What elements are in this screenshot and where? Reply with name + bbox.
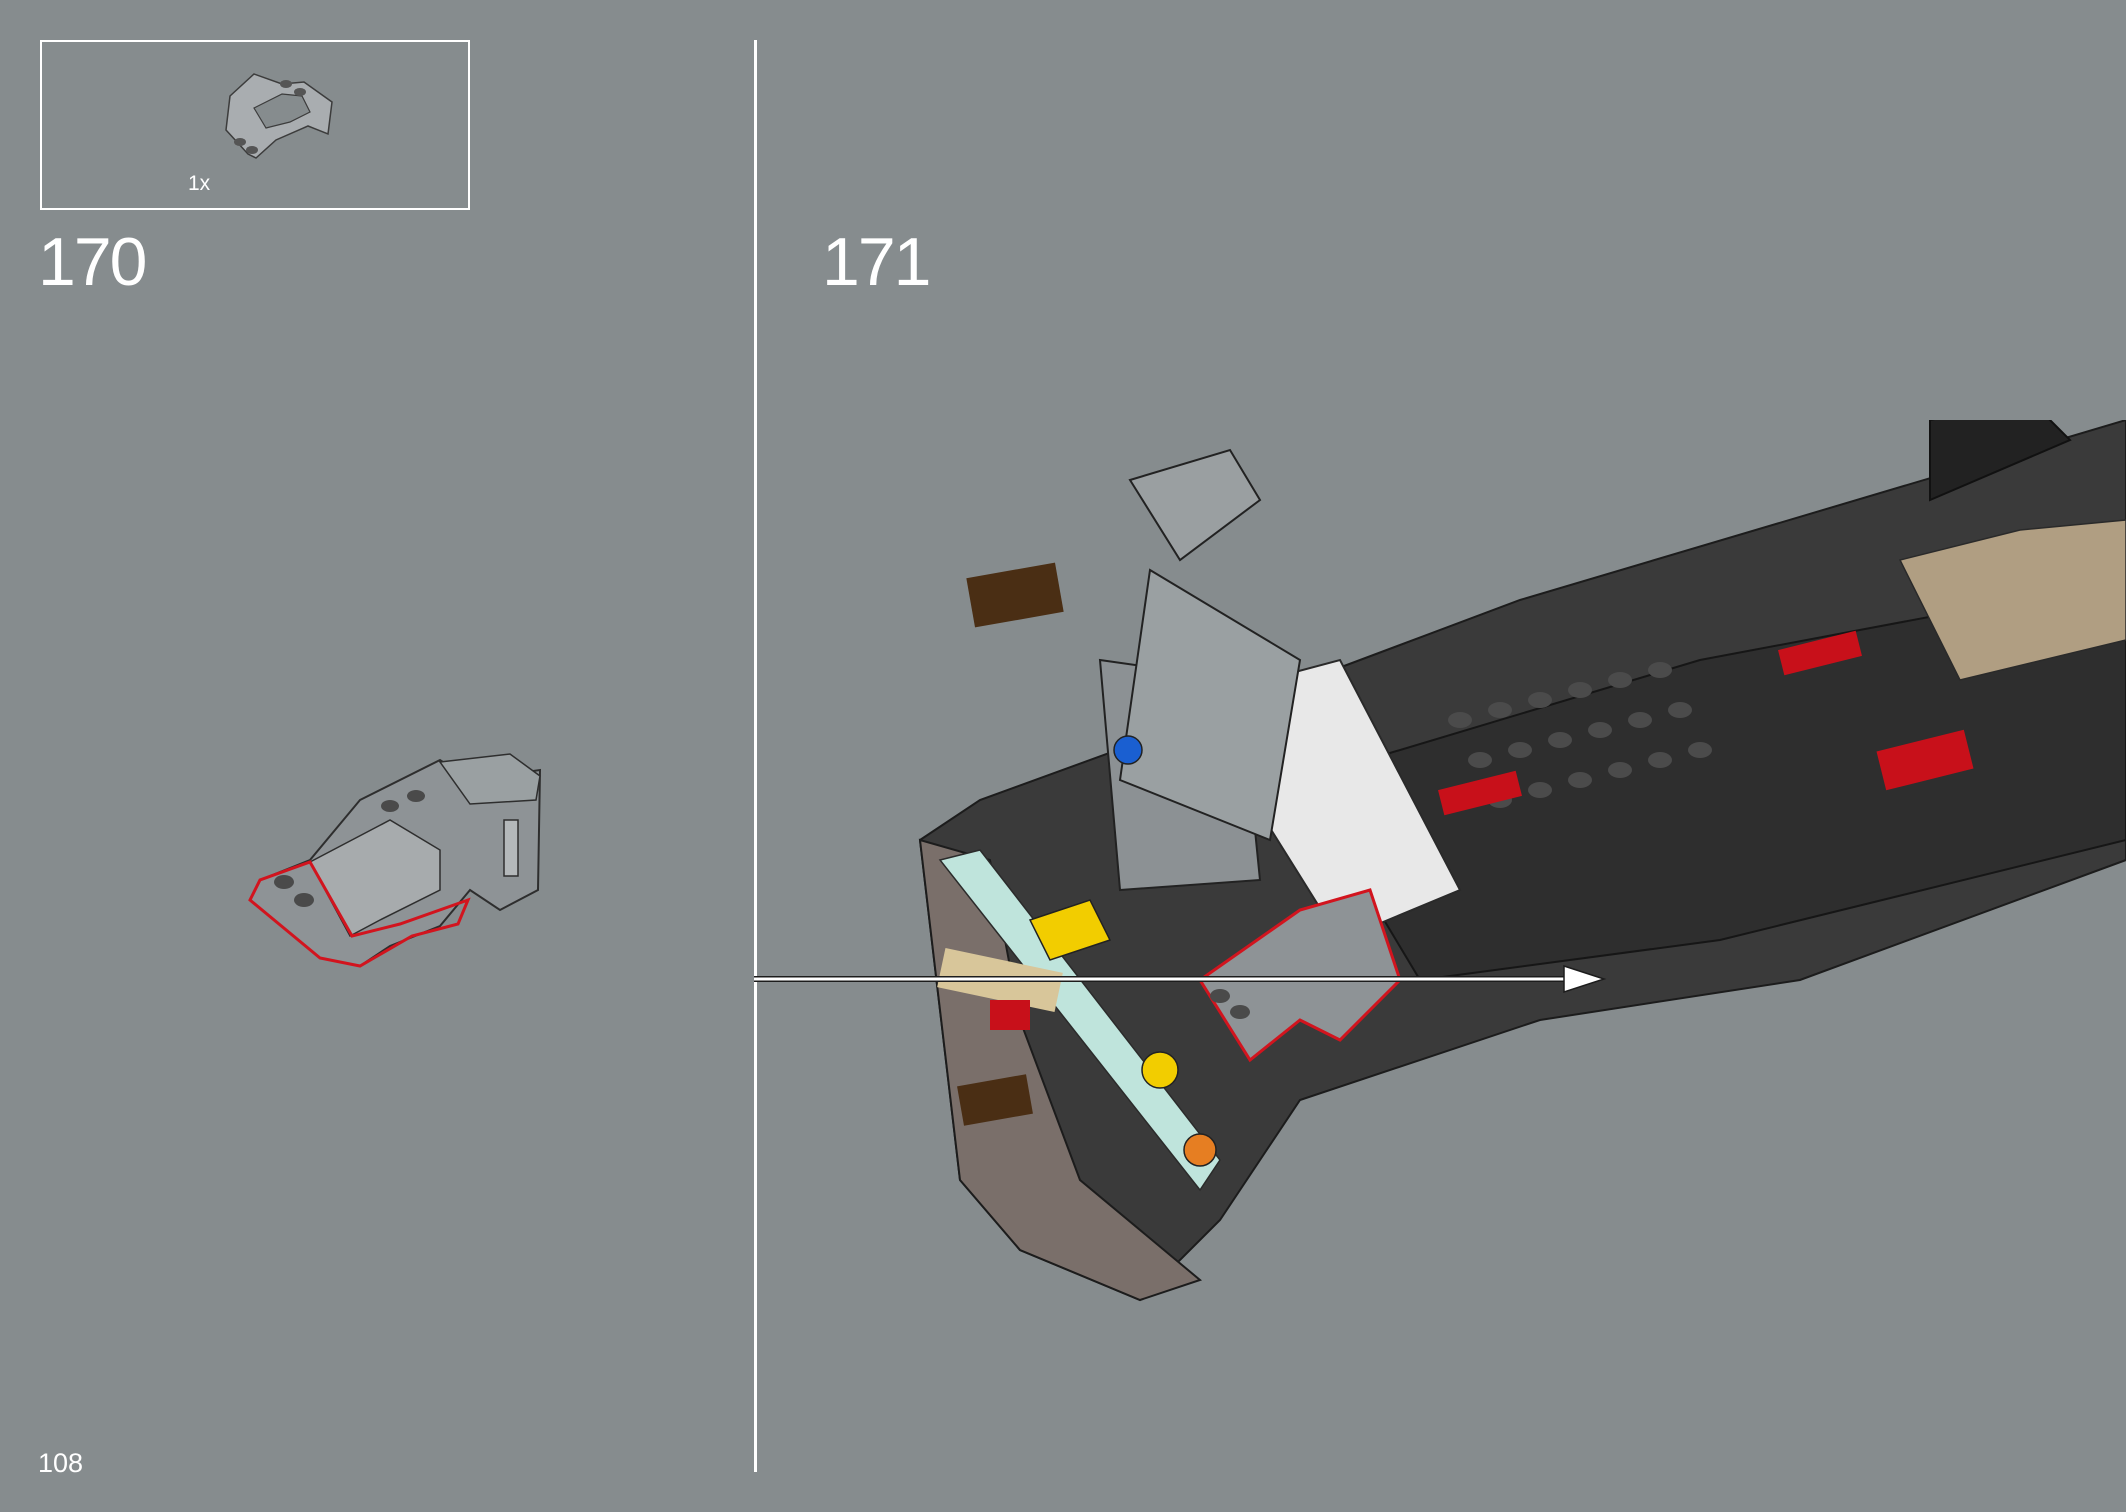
step-number-171: 171 [822, 224, 931, 300]
page-number: 108 [38, 1448, 84, 1478]
placement-arrow [754, 964, 1607, 994]
step-171-model-illustration [918, 420, 2126, 1302]
step-170-assembly-illustration [248, 753, 542, 968]
parts-callout-box: 1x [40, 40, 470, 210]
part-quantity: 1x [188, 172, 211, 195]
curved-slope-brick-icon [225, 73, 333, 159]
step-number-170: 170 [38, 224, 147, 300]
step-divider [754, 40, 757, 1472]
